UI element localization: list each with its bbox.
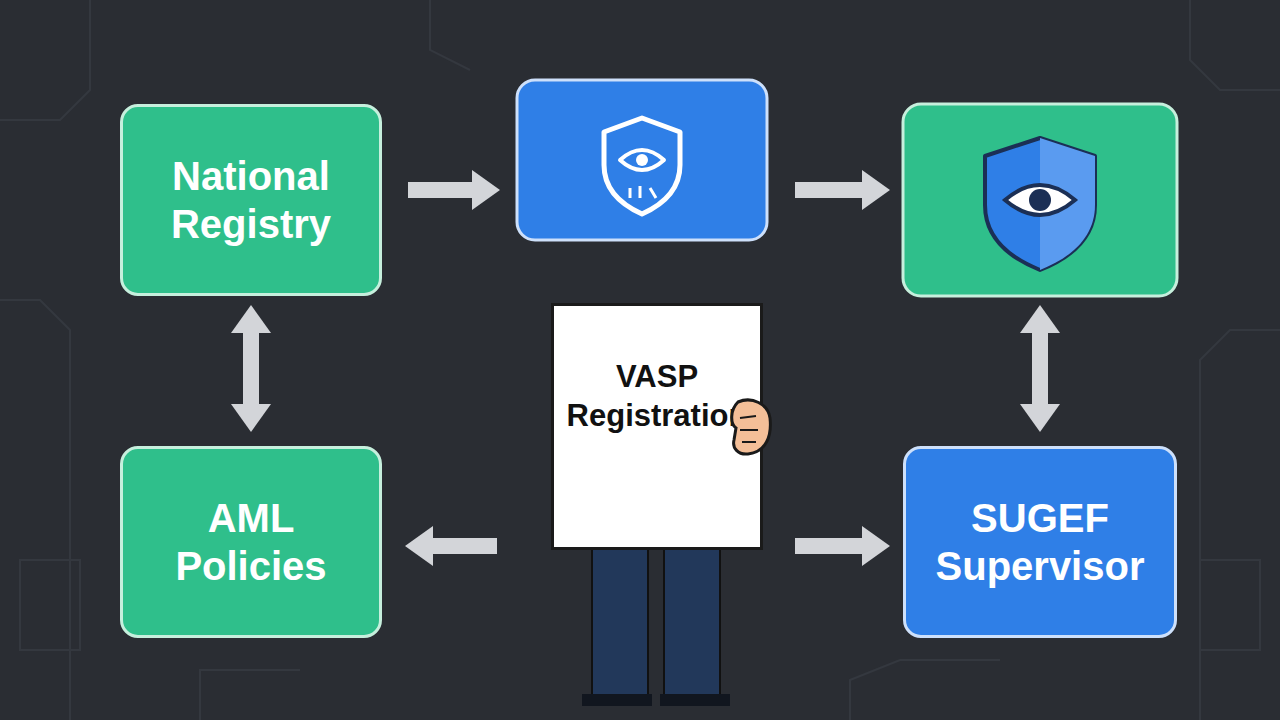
hand [732,400,771,454]
process-box: National Registry [120,104,382,296]
flow-arrow [433,538,497,554]
icon-box [903,104,1177,296]
shield-eye-icon [985,138,1095,270]
shield-eye-icon [604,118,680,214]
node-label: National Registry [147,152,355,248]
process-box: AML Policies [120,446,382,638]
icon-box [517,80,767,240]
flow-arrow [795,538,862,554]
process-box: SUGEF Supervisor [903,446,1177,638]
node-label: VASP Registration [562,358,752,436]
document-node: VASP Registration [551,303,763,550]
flow-arrow [243,333,259,404]
node-label: SUGEF Supervisor [930,494,1150,590]
person-legs [582,545,730,706]
node-label: AML Policies [147,494,355,590]
